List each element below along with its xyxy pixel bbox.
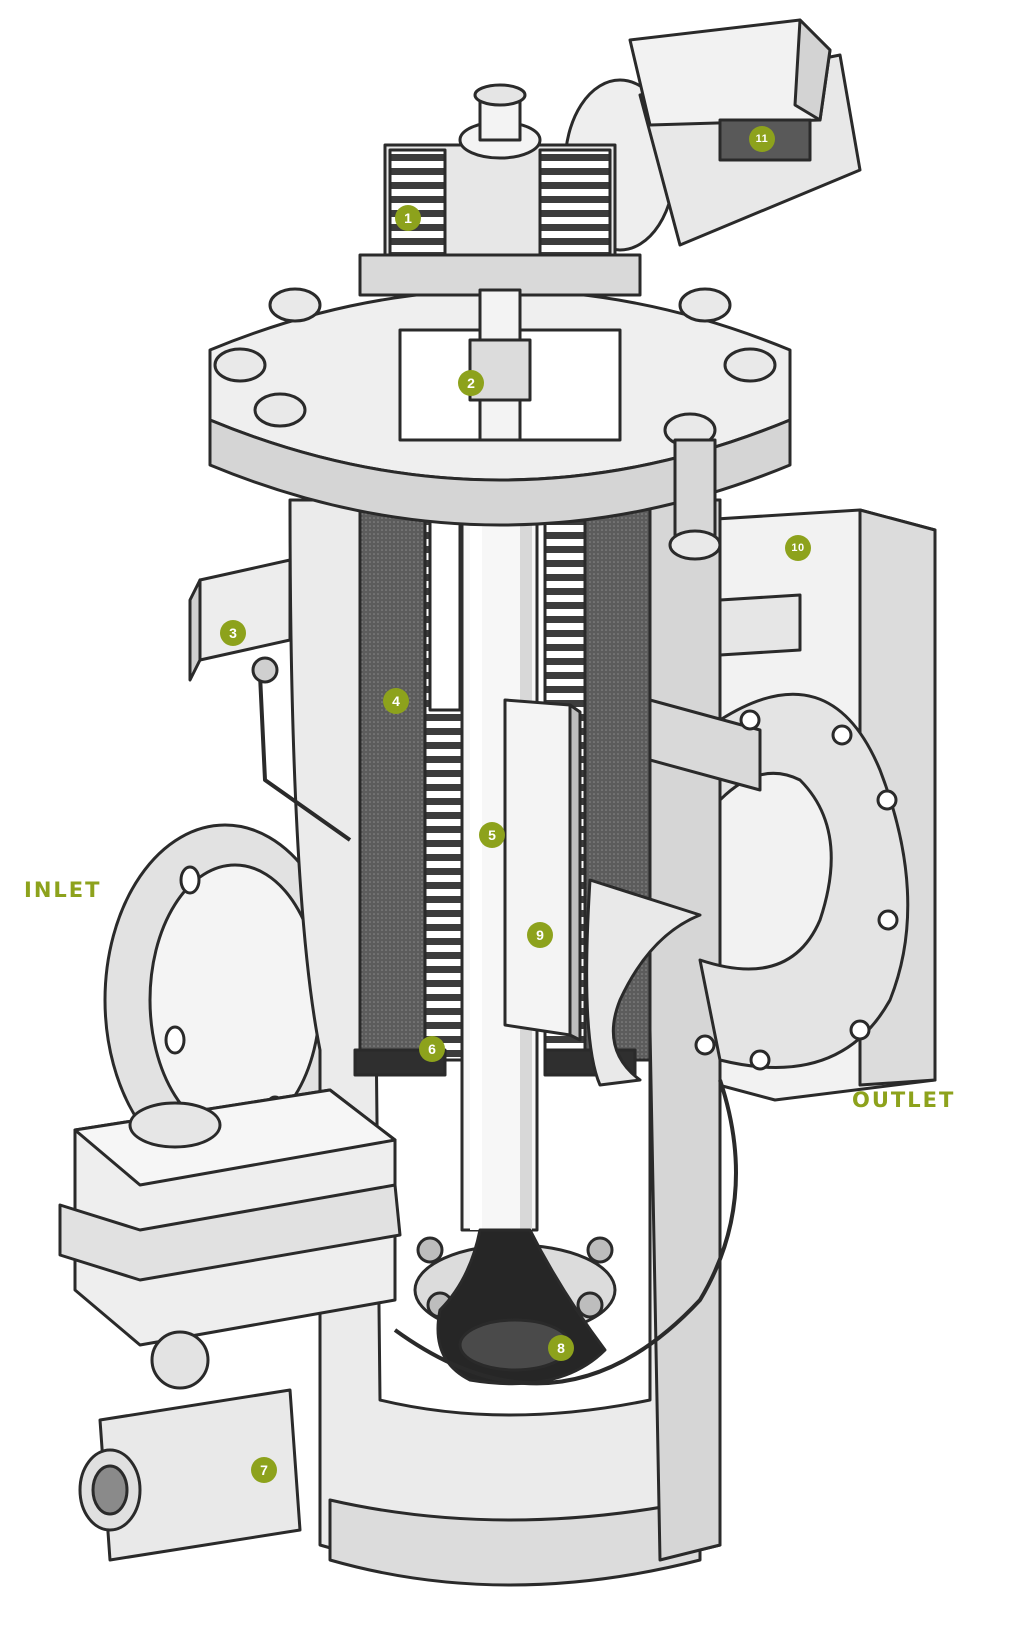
shaft-seal [468, 288, 532, 442]
suction-nozzle [503, 698, 582, 1042]
drive-head [358, 83, 642, 297]
callout-1: 1 [395, 205, 421, 231]
callout-3: 3 [220, 620, 246, 646]
control-cable [393, 1079, 738, 1386]
callout-9: 9 [527, 922, 553, 948]
outlet-label: OUTLET [852, 1088, 956, 1112]
outlet-flange [585, 692, 910, 1087]
callout-2: 2 [458, 370, 484, 396]
callout-10: 10 [785, 535, 811, 561]
drive-shaft [460, 433, 540, 1232]
inlet-label: INLET [24, 878, 102, 902]
callout-8: 8 [548, 1335, 574, 1361]
callout-11: 11 [749, 126, 775, 152]
callout-5: 5 [479, 822, 505, 848]
cover-bolts [213, 287, 777, 561]
callout-4: 4 [383, 688, 409, 714]
gear-motor [563, 18, 862, 252]
callout-7: 7 [251, 1457, 277, 1483]
callout-6: 6 [419, 1036, 445, 1062]
flushing-valve [58, 1088, 402, 1562]
